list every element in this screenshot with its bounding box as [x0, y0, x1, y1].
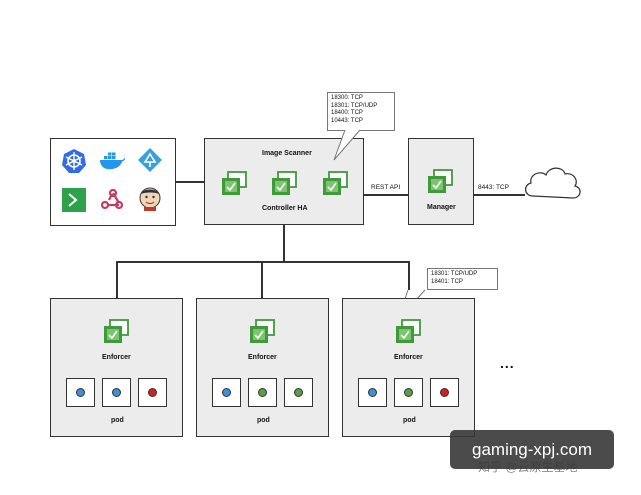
cloud-icon	[521, 160, 585, 204]
controller-port: 18301: TCP/UDP	[331, 102, 378, 109]
controller-port: 10443: TCP	[331, 117, 363, 124]
enforcer-box-3: Enforcer pod	[342, 298, 475, 437]
enforcer-label: Enforcer	[102, 354, 131, 361]
pod-dot	[76, 388, 85, 397]
connector-manager-cloud	[473, 194, 525, 196]
controller-port: 18300: TCP	[331, 95, 363, 101]
enforcer-box-2: Enforcer pod	[196, 298, 329, 437]
controller-ports-note: 18300: TCP 18301: TCP/UDP 18400: TCP 104…	[327, 92, 395, 131]
pod-label: pod	[257, 417, 270, 424]
neuvector-enforcer-icon	[249, 319, 275, 345]
neuvector-enforcer-icon	[103, 319, 129, 345]
connector-enforcer-2	[261, 261, 263, 298]
enforcer-box-1: Enforcer pod	[50, 298, 183, 437]
pod-container	[284, 378, 313, 407]
pod-container	[102, 378, 131, 407]
more-nodes-ellipsis: ...	[500, 355, 515, 371]
jenkins-icon	[137, 186, 163, 212]
enforcer-port: 18301: TCP/UDP	[431, 271, 478, 277]
neuvector-controller-1-icon	[221, 171, 247, 197]
rancher-icon	[137, 147, 163, 173]
webhook-icon	[99, 187, 125, 213]
watermark-badge: gaming-xpj.com	[450, 430, 614, 469]
controller-bottom-label: Controller HA	[262, 205, 308, 212]
pod-container	[248, 378, 277, 407]
manager-box: Manager	[408, 138, 474, 225]
neuvector-controller-3-icon	[322, 171, 348, 197]
pod-dot	[148, 388, 157, 397]
controller-top-label: Image Scanner	[262, 150, 312, 157]
pod-container	[430, 378, 459, 407]
pod-container	[394, 378, 423, 407]
pod-dot	[404, 388, 413, 397]
pod-label: pod	[403, 417, 416, 424]
manager-label: Manager	[427, 204, 456, 211]
pod-dot	[294, 388, 303, 397]
pod-container	[66, 378, 95, 407]
pod-dot	[258, 388, 267, 397]
connector-enforcer-1	[116, 261, 118, 298]
docker-icon	[98, 148, 126, 174]
platforms-box	[50, 138, 176, 226]
neuvector-manager-icon	[427, 169, 453, 195]
pod-label: pod	[111, 417, 124, 424]
pod-container	[358, 378, 387, 407]
connector-horizontal-bus	[116, 261, 409, 263]
enforcer-label: Enforcer	[248, 354, 277, 361]
enforcer-port: 18401: TCP	[431, 278, 463, 285]
pod-dot	[112, 388, 121, 397]
manager-port-label: 8443: TCP	[478, 184, 509, 191]
neuvector-controller-2-icon	[271, 171, 297, 197]
pod-container	[138, 378, 167, 407]
terminal-icon	[61, 187, 87, 213]
connector-controller-manager	[364, 194, 408, 196]
controller-port: 18400: TCP	[331, 110, 363, 117]
connector-enforcer-3	[408, 261, 410, 298]
enforcer-ports-note: 18301: TCP/UDP 18401: TCP	[427, 268, 498, 290]
connector-controller-down	[283, 224, 285, 262]
pod-container	[212, 378, 241, 407]
pod-dot	[222, 388, 231, 397]
kubernetes-icon	[61, 148, 87, 174]
enforcer-label: Enforcer	[394, 354, 423, 361]
neuvector-enforcer-icon	[395, 319, 421, 345]
pod-dot	[440, 388, 449, 397]
connector-platforms-controller	[175, 181, 205, 183]
rest-api-label: REST API	[371, 184, 401, 191]
pod-dot	[368, 388, 377, 397]
